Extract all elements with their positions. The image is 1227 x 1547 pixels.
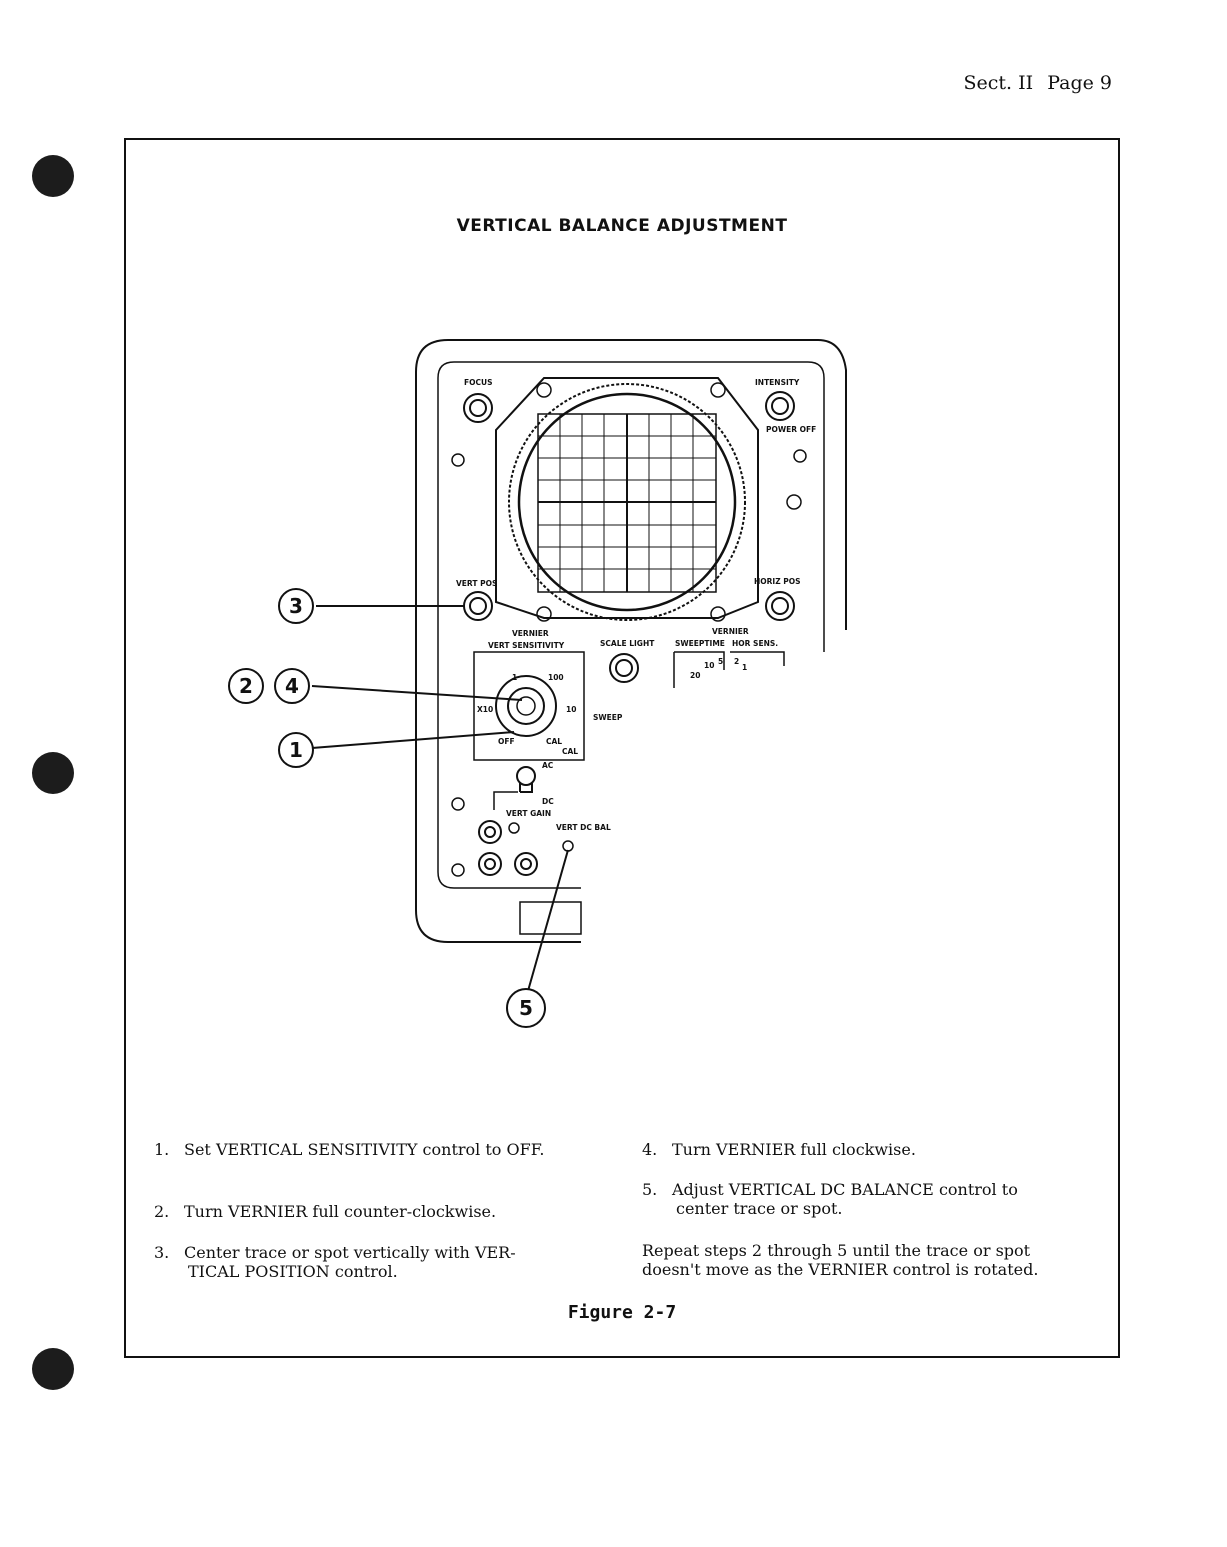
step-1: 1. Set VERTICAL SENSITIVITY control to OF… <box>154 1140 544 1159</box>
label-scale-light: SCALE LIGHT <box>600 639 655 648</box>
step-3-number: 3. <box>154 1243 170 1262</box>
callout-5: 5 <box>519 996 533 1020</box>
panel-inner-outline <box>437 361 825 652</box>
callout-5-circle <box>506 988 546 1028</box>
label-vert-pos: VERT POS <box>456 579 497 588</box>
label-sweep-20: 20 <box>690 671 700 680</box>
step-3: 3. Center trace or spot vertically with V… <box>154 1243 516 1281</box>
crt-outer-ring <box>508 383 746 621</box>
step-3-text-line2: TICAL POSITION control. <box>188 1262 398 1281</box>
leader-5 <box>525 849 569 999</box>
figure-title: VERTICAL BALANCE ADJUSTMENT <box>456 216 788 236</box>
label-vert-gain: VERT GAIN <box>506 809 551 818</box>
callout-1: 1 <box>289 738 303 762</box>
figure-box: VERTICAL BALANCE ADJUSTMENT <box>124 138 1120 1358</box>
vert-dc-bal-adjust <box>562 840 574 852</box>
label-cal-2: CAL <box>562 747 578 756</box>
intensity-knob <box>765 391 795 421</box>
input-connector-2 <box>478 852 502 876</box>
step-2: 2. Turn VERNIER full counter-clockwise. <box>154 1202 496 1221</box>
label-hor-sens: HOR SENS. <box>732 639 778 648</box>
step-5-number: 5. <box>642 1180 658 1199</box>
label-cal: CAL <box>546 737 562 746</box>
crt-screen-ring <box>517 392 737 612</box>
label-sweep-5: 5 <box>718 657 723 666</box>
vernier-knob <box>507 687 545 725</box>
binder-hole-middle <box>32 752 74 794</box>
callout-4-circle <box>274 668 310 704</box>
label-focus: FOCUS <box>464 378 493 387</box>
callout-2: 2 <box>239 674 253 698</box>
repeat-note-line1: Repeat steps 2 through 5 until the trace… <box>642 1241 1031 1260</box>
horiz-pos-knob <box>765 591 795 621</box>
page-header: Sect. II Page 9 <box>956 72 1112 94</box>
label-vernier-right: VERNIER <box>712 627 749 636</box>
label-sweep-10: 10 <box>704 661 714 670</box>
label-vert-sensitivity: VERT SENSITIVITY <box>488 641 565 650</box>
figure-caption: Figure 2-7 <box>567 1302 677 1323</box>
oscilloscope-front-panel-diagram: FOCUS INTENSITY POWER OFF VERT POS HORIZ… <box>228 339 847 1028</box>
page-number: Page 9 <box>1047 72 1112 94</box>
callout-4: 4 <box>285 674 299 698</box>
graticule-grid <box>538 414 716 592</box>
step-5-text-line2: center trace or spot. <box>676 1199 843 1218</box>
step-2-number: 2. <box>154 1202 170 1221</box>
chassis-slot <box>519 901 582 935</box>
step-4: 4. Turn VERNIER full clockwise. <box>642 1140 916 1159</box>
step-4-text: Turn VERNIER full clockwise. <box>672 1140 916 1159</box>
callout-3-circle <box>278 588 314 624</box>
callout-1-circle <box>278 732 314 768</box>
label-dial-10: 10 <box>566 705 576 714</box>
vert-gain-adjust <box>508 822 520 834</box>
vert-pos-knob <box>463 591 493 621</box>
label-ac: AC <box>542 761 554 770</box>
vert-sensitivity-switch-box <box>473 651 585 761</box>
vert-sensitivity-knob <box>495 675 557 737</box>
callout-2-circle <box>228 668 264 704</box>
label-vert-dc-bal: VERT DC BAL <box>556 823 611 832</box>
leader-2-4 <box>311 685 523 701</box>
step-1-text: Set VERTICAL SENSITIVITY control to OFF. <box>184 1140 545 1159</box>
repeat-note-line2: doesn't move as the VERNIER control is r… <box>642 1260 1039 1279</box>
label-dc: DC <box>542 797 554 806</box>
step-2-text: Turn VERNIER full counter-clockwise. <box>184 1202 497 1221</box>
input-connector-1 <box>478 820 502 844</box>
step-5-text-line1: Adjust VERTICAL DC BALANCE control to <box>672 1180 1018 1199</box>
label-sweep: SWEEP <box>593 713 623 722</box>
scale-light-knob <box>609 653 639 683</box>
label-dial-x10: X10 <box>477 705 493 714</box>
sweep-switch-box <box>673 651 785 688</box>
label-sweep-1: 1 <box>742 663 747 672</box>
label-dial-1: 1 <box>512 673 517 682</box>
label-vernier-left: VERNIER <box>512 629 549 638</box>
step-1-number: 1. <box>154 1140 170 1159</box>
label-sweep-2: 2 <box>734 657 739 666</box>
leader-1 <box>311 731 515 749</box>
step-3-text-line1: Center trace or spot vertically with VER… <box>184 1243 516 1262</box>
step-5: 5.Adjust VERTICAL DC BALANCE control to … <box>642 1180 1018 1218</box>
step-4-number: 4. <box>642 1140 658 1159</box>
label-power-off: POWER OFF <box>766 425 816 434</box>
label-intensity: INTENSITY <box>755 378 800 387</box>
label-sweeptime: SWEEPTIME <box>675 639 725 648</box>
label-dial-100: 100 <box>548 673 564 682</box>
binder-hole-bottom <box>32 1348 74 1390</box>
section-label: Sect. II <box>963 72 1034 94</box>
ac-dc-toggle <box>516 766 536 786</box>
crt-bezel <box>495 377 759 619</box>
label-horiz-pos: HORIZ POS <box>754 577 801 586</box>
panel-outer-outline <box>415 339 847 630</box>
ground-connector <box>514 852 538 876</box>
repeat-note: Repeat steps 2 through 5 until the trace… <box>642 1241 1038 1279</box>
focus-knob <box>463 393 493 423</box>
binder-hole-top <box>32 155 74 197</box>
callout-3: 3 <box>289 594 303 618</box>
label-off: OFF <box>498 737 515 746</box>
